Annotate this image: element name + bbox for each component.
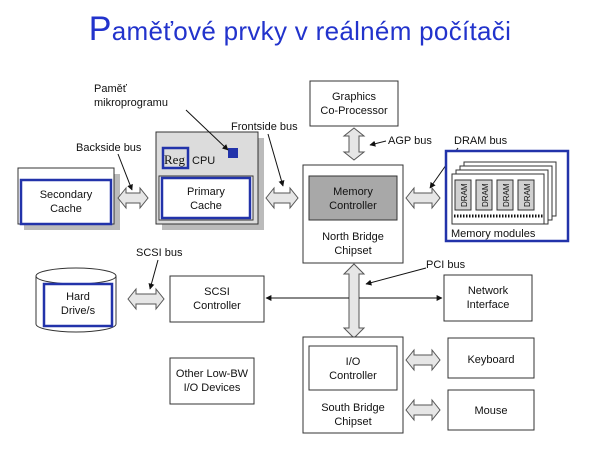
mouse-block (447, 389, 535, 431)
memory-modules-label: Memory modules (451, 228, 536, 240)
other-lowbw-label-1: Other Low-BW (176, 368, 249, 380)
secondary-cache-label-2: Cache (50, 203, 82, 215)
scsi-controller-block: SCSI Controller (169, 275, 265, 323)
primary-cache-label-2: Cache (190, 200, 222, 212)
scsi-controller-label-1: SCSI (204, 286, 230, 298)
scsi-bus-label: SCSI bus (136, 247, 183, 259)
north-bridge-label-2: Chipset (334, 245, 371, 257)
title-first-letter: P (88, 10, 112, 48)
network-label-1: Network (468, 285, 509, 297)
graphics-coprocessor-block: Graphics Co-Processor (309, 80, 399, 127)
reg-label: Reg (164, 152, 185, 167)
other-lowbw-devices-block: Other Low-BW I/O Devices (169, 357, 255, 405)
secondary-cache-label-1: Secondary (40, 189, 93, 201)
dram-chip-label: DRAM (523, 183, 532, 207)
backside-bus: Backside bus (76, 142, 149, 210)
primary-cache-label-1: Primary (187, 186, 225, 198)
cpu-block: Reg CPU Primary Cache (155, 131, 264, 230)
network-interface-block: Network Interface (443, 274, 533, 322)
scsi-controller-label-2: Controller (193, 300, 241, 312)
graphics-label-1: Graphics (332, 91, 377, 103)
mouse-label: Mouse (474, 405, 507, 417)
network-label-2: Interface (467, 299, 510, 311)
dram-chip-label: DRAM (502, 183, 511, 207)
other-lowbw-label-2: I/O Devices (184, 382, 241, 394)
io-controller-block (308, 345, 398, 391)
slide-title: Paměťové prvky v reálném počítači (0, 10, 600, 49)
dram-chip-label: DRAM (481, 183, 490, 207)
io-controller-label-2: Controller (329, 370, 377, 382)
south-bridge-label-2: Chipset (334, 416, 371, 428)
dram-chips: DRAM DRAM DRAM DRAM (454, 179, 535, 211)
secondary-cache-block: Secondary Cache (17, 167, 120, 230)
frontside-bus-label: Frontside bus (231, 121, 298, 133)
cpu-label: CPU (192, 155, 215, 167)
microprogram-memory-annotation: Paměť mikroprogramu (94, 83, 229, 151)
title-rest: aměťové prvky v reálném počítači (111, 16, 512, 46)
pci-bus-label: PCI bus (426, 259, 466, 271)
microprogram-memory-chip (228, 148, 238, 158)
pamet-label-1: Paměť (94, 83, 128, 95)
keyboard-label: Keyboard (467, 354, 514, 366)
north-bridge-label-1: North Bridge (322, 231, 384, 243)
agp-bus-label: AGP bus (388, 135, 432, 147)
frontside-bus: Frontside bus (231, 121, 299, 210)
south-bridge-label-1: South Bridge (321, 402, 385, 414)
memory-controller-label-1: Memory (333, 186, 373, 198)
io-controller-label-1: I/O (346, 356, 361, 368)
memory-controller-block (308, 175, 398, 221)
memory-modules-block: DRAM DRAM DRAM DRAM Memory modules (444, 149, 570, 243)
hard-drive-label-2: Drive/s (61, 305, 96, 317)
keyboard-link: Keyboard (405, 337, 535, 379)
hard-drive-block: Hard Drive/s (35, 267, 117, 333)
dram-chip-label: DRAM (460, 183, 469, 207)
hard-drive-label-1: Hard (66, 291, 90, 303)
mouse-link: Mouse (405, 389, 535, 431)
dram-bus: DRAM bus (405, 135, 508, 210)
graphics-label-2: Co-Processor (320, 105, 388, 117)
pci-bus: PCI bus (265, 259, 466, 339)
north-bridge-block: Memory Controller North Bridge Chipset (302, 164, 404, 264)
pamet-label-2: mikroprogramu (94, 97, 168, 109)
dram-bus-label: DRAM bus (454, 135, 508, 147)
scsi-bus: SCSI bus (127, 247, 183, 311)
memory-controller-label-2: Controller (329, 200, 377, 212)
south-bridge-block: I/O Controller South Bridge Chipset (302, 336, 404, 434)
keyboard-block (447, 337, 535, 379)
backside-bus-label: Backside bus (76, 142, 142, 154)
agp-bus: AGP bus (342, 127, 432, 161)
